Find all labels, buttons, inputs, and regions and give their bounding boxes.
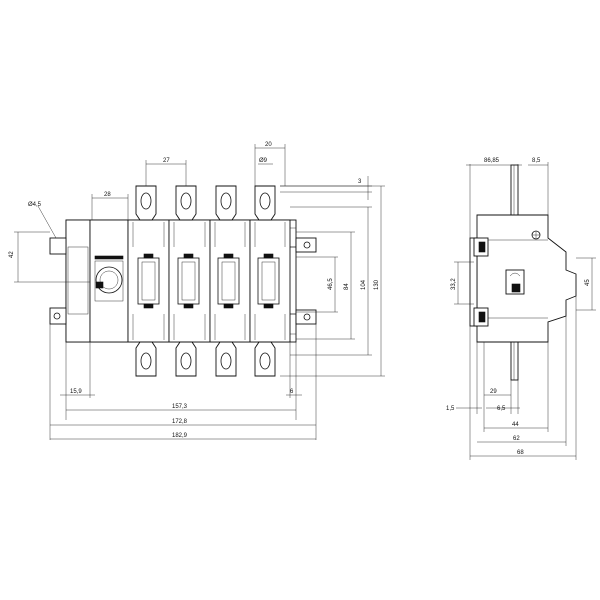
dim-h-84: 84 (344, 283, 350, 290)
side-dimensions: 86,85 8,5 33,2 45 1,5 29 6,5 (446, 158, 596, 460)
side-mounting-plate (469, 237, 478, 327)
top-terminals (135, 185, 276, 221)
mounting-hole (303, 241, 311, 249)
lock-mark-icon (95, 281, 104, 289)
dim-top-28: 28 (104, 192, 111, 198)
dim-side-1-5: 1,5 (446, 406, 455, 412)
dim-bottom-6: 6 (290, 389, 294, 395)
mounting-ear-left-bottom (49, 307, 67, 325)
dim-side-86-85: 86,85 (484, 158, 500, 164)
dim-h-104: 104 (361, 279, 367, 290)
dim-side-45: 45 (585, 279, 591, 286)
pole-3 (209, 219, 251, 343)
dim-width-157-3: 157,3 (172, 404, 188, 410)
mounting-hole (303, 313, 311, 321)
side-view: 86,85 8,5 33,2 45 1,5 29 6,5 (446, 158, 596, 460)
bottom-terminals (135, 341, 276, 377)
pole-modules (127, 219, 291, 343)
dim-side-6-5: 6,5 (497, 406, 506, 412)
mounting-ear-right-top (295, 237, 317, 253)
pole-4 (249, 219, 291, 343)
mounting-ear-right-bottom (295, 309, 317, 325)
side-body-profile (476, 214, 577, 343)
dim-side-44: 44 (512, 422, 519, 428)
dim-bottom-15-9: 15,9 (70, 389, 82, 395)
dim-hole-dia: Ø4,5 (28, 202, 42, 208)
mounting-ear-left-top (49, 237, 67, 255)
front-view: Ø4,5 28 27 20 Ø9 3 (9, 142, 385, 440)
dim-side-8-5: 8,5 (532, 158, 541, 164)
dim-side-29: 29 (490, 389, 497, 395)
dim-width-182-9: 182,9 (172, 433, 188, 439)
front-dimensions: Ø4,5 28 27 20 Ø9 3 (9, 142, 385, 440)
dim-width-172-8: 172,8 (172, 419, 188, 425)
mounting-hole (53, 312, 61, 320)
left-end-plate (65, 219, 91, 343)
dim-side-62: 62 (513, 436, 520, 442)
pole-1 (127, 219, 170, 343)
rotary-handle (95, 266, 123, 294)
dim-side-68: 68 (517, 450, 524, 456)
dim-left-42: 42 (9, 251, 15, 258)
dim-gap-3: 3 (358, 179, 362, 185)
dim-h-46-5: 46,5 (328, 278, 334, 290)
handle-shaft (510, 164, 519, 221)
dim-terminal-dia: Ø9 (259, 158, 268, 164)
dim-h-130: 130 (374, 279, 380, 290)
pole-2 (168, 219, 211, 343)
dim-pitch-20: 20 (265, 142, 272, 148)
dim-side-33-2: 33,2 (451, 278, 457, 290)
dim-pitch-27: 27 (163, 158, 170, 164)
